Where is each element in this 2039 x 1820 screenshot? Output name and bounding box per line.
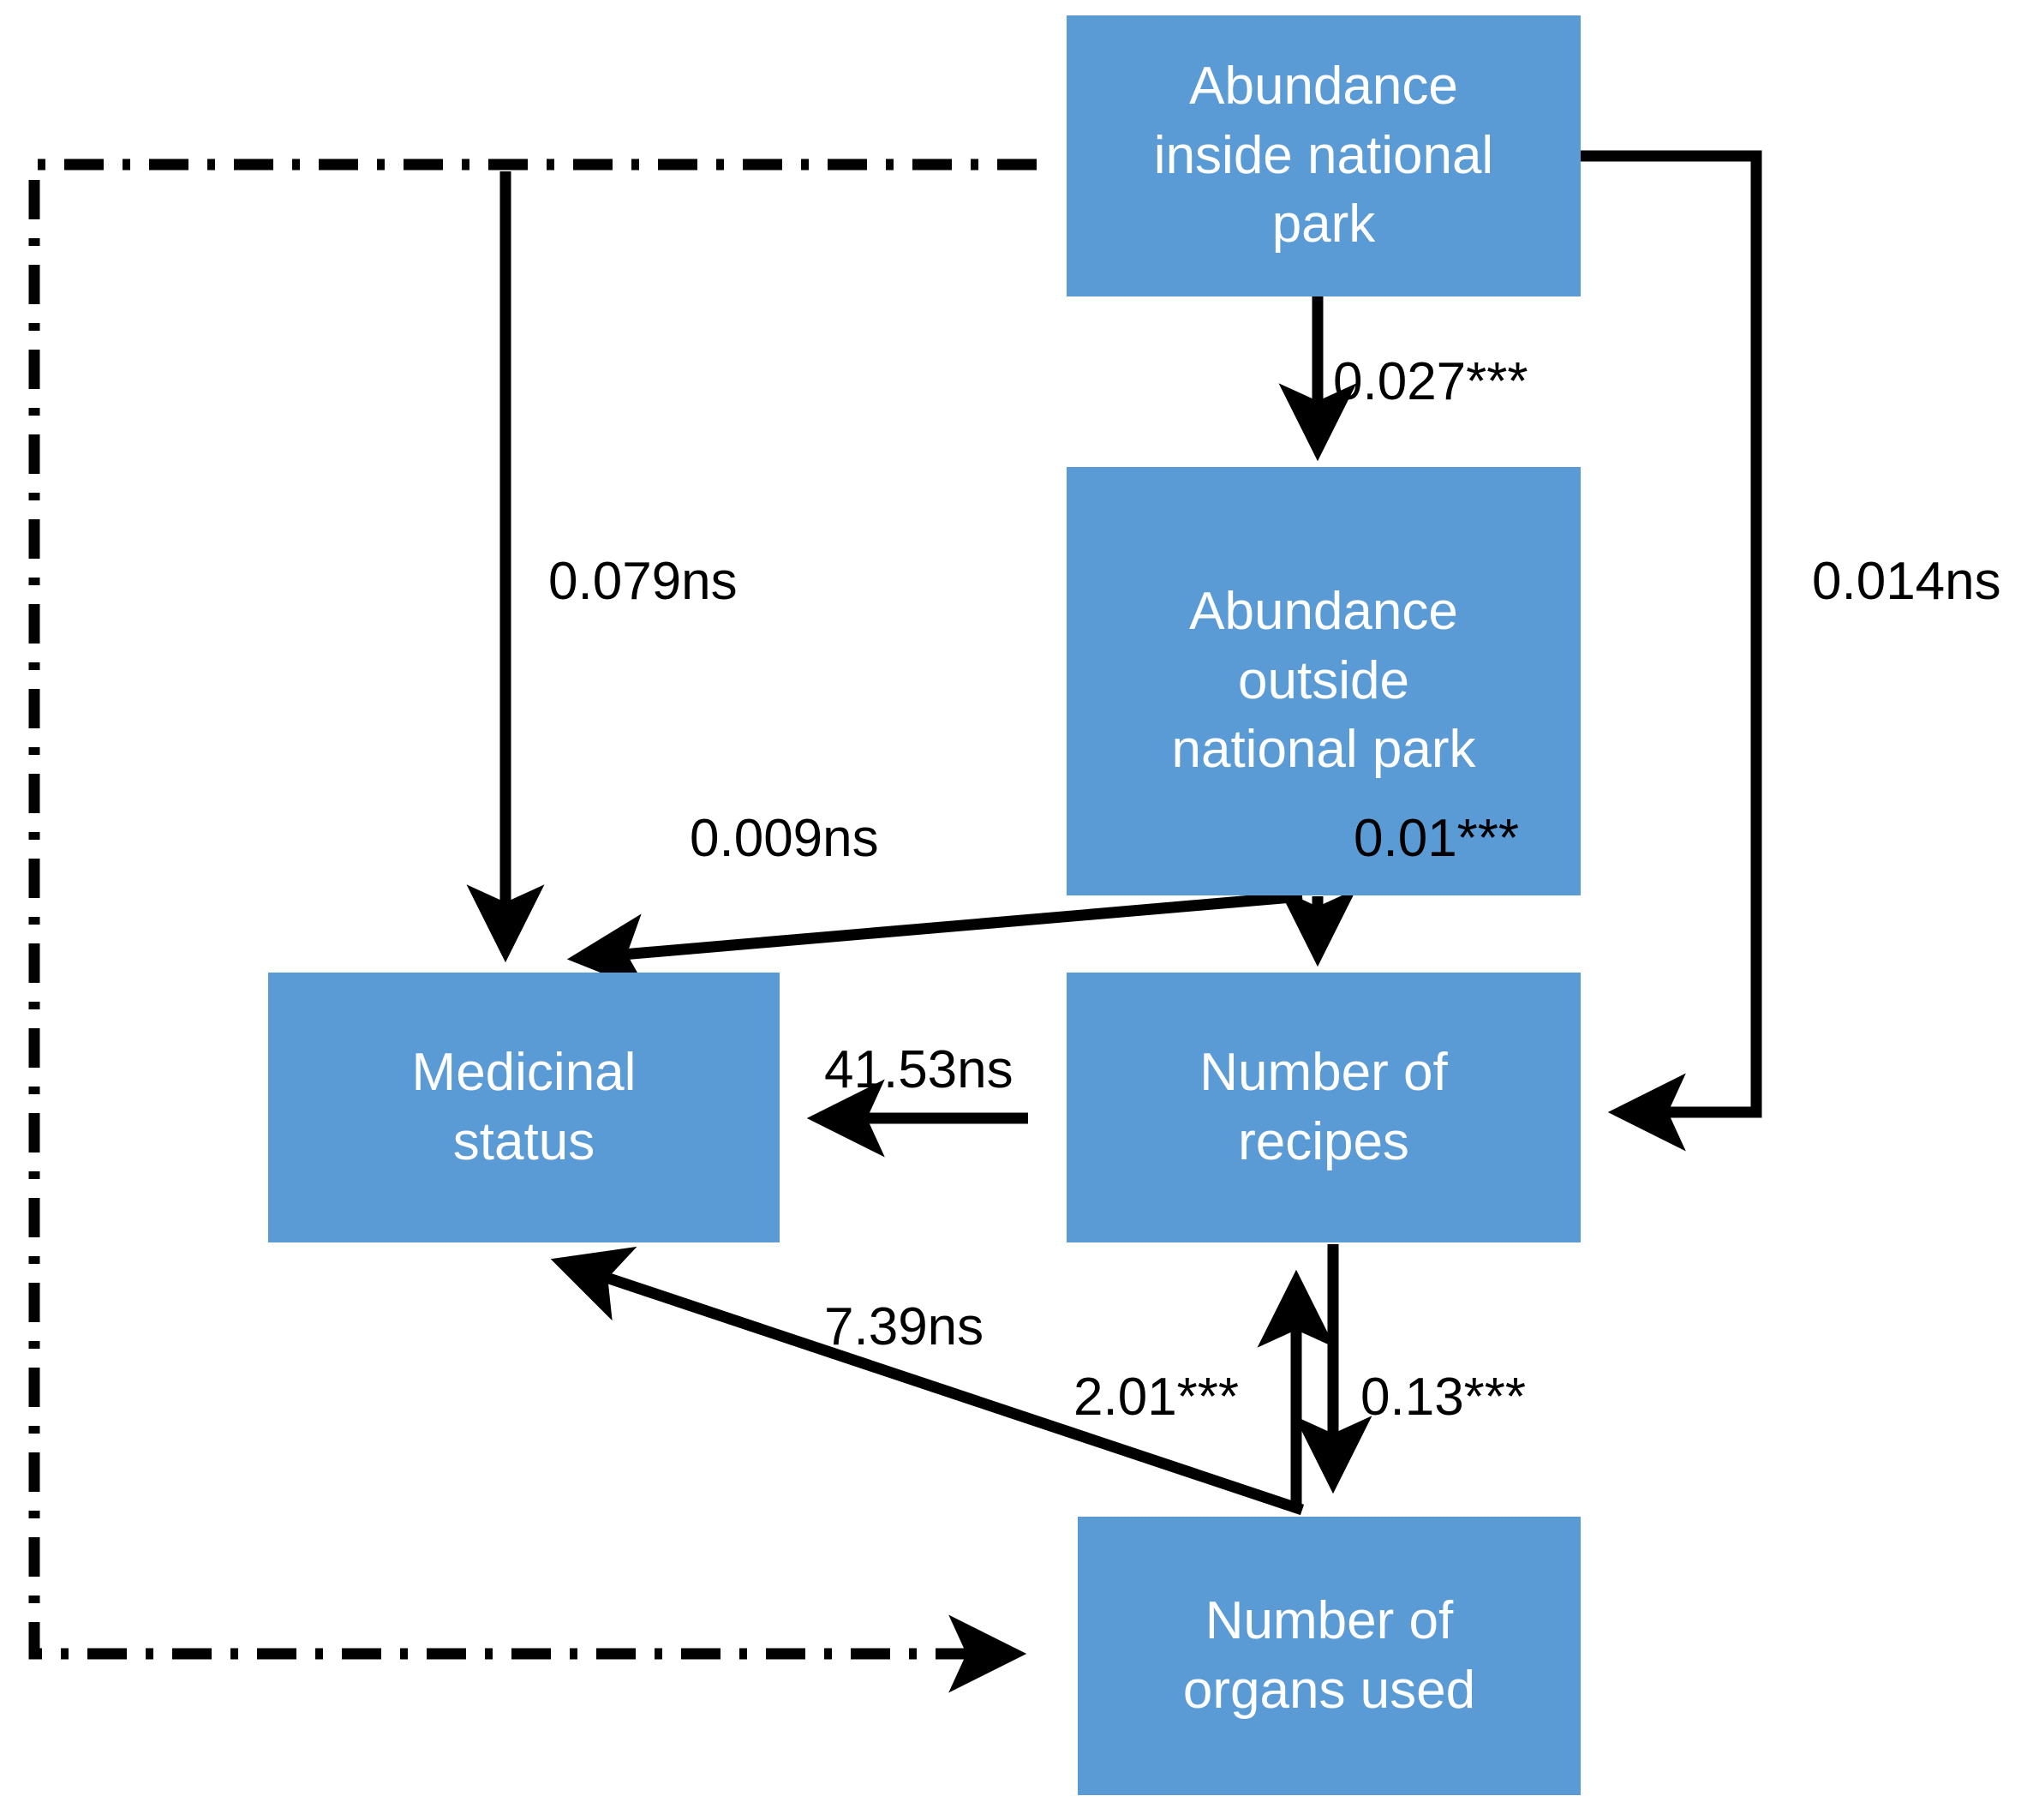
node-medicinal-line1: Medicinal (411, 1042, 637, 1102)
edge-label-4153: 41.53ns (824, 1040, 1014, 1099)
node-organs-line2: organs used (1182, 1660, 1476, 1720)
node-medicinal-line2: status (452, 1111, 595, 1171)
edge-label-0027: 0.027*** (1333, 352, 1528, 411)
node-medicinal-status-label: Medicinal status (280, 1039, 768, 1176)
edge-label-013: 0.13*** (1360, 1368, 1527, 1427)
node-medicinal-status[interactable]: Medicinal status (268, 973, 780, 1242)
edge-abundance-inside-to-recipes (1581, 150, 1762, 1152)
node-abundance-outside-line1: Abundance (1189, 582, 1458, 642)
node-number-of-recipes-label: Number of recipes (1079, 1039, 1569, 1176)
node-abundance-inside-label: Abundance inside national park (1079, 52, 1569, 260)
edge-label-0079: 0.079ns (548, 552, 738, 611)
node-abundance-inside-national-park[interactable]: Abundance inside national park (1067, 15, 1581, 296)
node-abundance-outside-line3: national park (1171, 720, 1476, 780)
edge-label-739: 7.39ns (824, 1297, 984, 1356)
node-abundance-inside-line1: Abundance (1189, 57, 1458, 117)
edge-abundance-outside-to-medicinal (566, 890, 1303, 992)
edge-label-0014: 0.014ns (1812, 552, 2001, 611)
node-abundance-outside-label: Abundance outside national park (1079, 578, 1569, 785)
node-abundance-outside-line2: outside (1238, 650, 1409, 710)
node-abundance-inside-line2: inside national (1153, 125, 1494, 185)
node-recipes-line1: Number of (1199, 1042, 1448, 1102)
edge-label-201: 2.01*** (1073, 1368, 1240, 1427)
node-organs-line1: Number of (1205, 1590, 1454, 1650)
node-number-of-organs-used[interactable]: Number of organs used (1078, 1517, 1581, 1795)
edge-label-0009: 0.009ns (690, 809, 879, 868)
node-number-of-recipes[interactable]: Number of recipes (1067, 973, 1581, 1242)
node-abundance-outside-national-park[interactable]: Abundance outside national park (1067, 467, 1581, 895)
edge-abundance-inside-to-organs-dashdot (28, 159, 1037, 1693)
node-recipes-line2: recipes (1238, 1111, 1409, 1171)
node-number-of-organs-used-label: Number of organs used (1090, 1587, 1569, 1725)
node-abundance-inside-line3: park (1271, 195, 1376, 254)
edge-label-001: 0.01*** (1354, 809, 1520, 868)
